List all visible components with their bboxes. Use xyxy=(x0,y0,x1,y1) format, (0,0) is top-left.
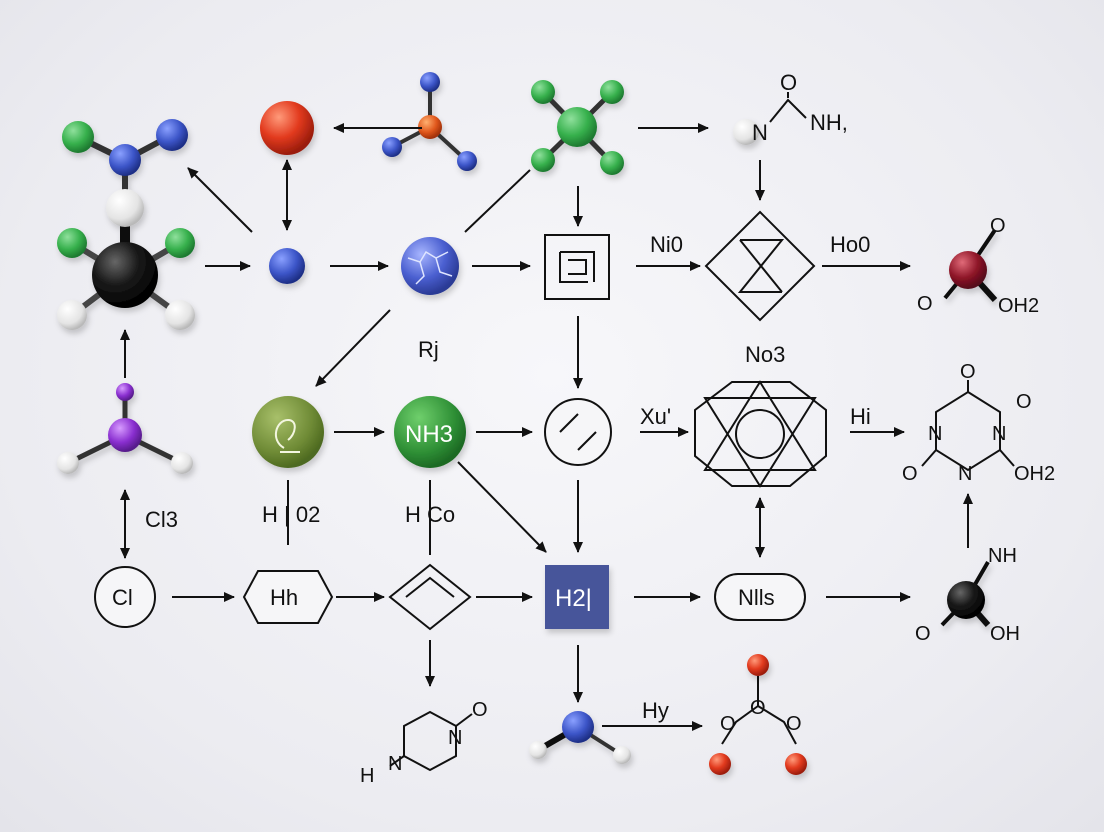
hexagon-hh xyxy=(242,570,334,624)
circle-olive xyxy=(252,396,324,468)
label-cl: Cl xyxy=(112,585,133,610)
label-cl3: Cl3 xyxy=(145,507,178,532)
label-nlls: Nlls xyxy=(738,585,775,610)
molecule-n-nh xyxy=(733,92,807,145)
label-h-02: H | 02 xyxy=(262,502,320,527)
label-n-ring-bottom: N xyxy=(958,463,972,485)
molecule-black xyxy=(940,560,991,627)
sphere-blue-cracked xyxy=(401,237,459,295)
label-n-ring-left: N xyxy=(928,423,942,445)
label-rj: Rj xyxy=(418,337,439,362)
label-o-bottom-1: O xyxy=(750,697,766,719)
label-h2i: H2| xyxy=(555,585,592,612)
label-h-bottom-ring: H xyxy=(360,765,374,787)
square-h2i xyxy=(545,565,609,629)
label-o-right: O xyxy=(990,215,1006,237)
label-o-ring-top-right: O xyxy=(1016,391,1032,413)
label-nh-right: NH xyxy=(988,545,1017,567)
label-nh-top: NH, xyxy=(810,110,848,135)
diamond-node xyxy=(704,210,816,322)
label-n-bottom-ring: N xyxy=(448,727,462,749)
label-ho0: Ho0 xyxy=(830,232,870,257)
label-o-right-2: O xyxy=(917,293,933,315)
label-ni0: Ni0 xyxy=(650,232,683,257)
molecule-purple xyxy=(57,383,193,474)
label-hi: Hi xyxy=(850,404,871,429)
label-o-bottom-2: O xyxy=(720,713,736,735)
label-hy: Hy xyxy=(642,698,669,723)
label-o-bottom-ring: O xyxy=(472,699,488,721)
label-n-top: N xyxy=(752,120,768,145)
circle-nh3 xyxy=(394,396,466,468)
label-no3: No3 xyxy=(745,342,785,367)
ring-bottom xyxy=(389,710,473,772)
label-hh: Hh xyxy=(270,585,298,610)
label-o-ring: O xyxy=(960,361,976,383)
polyhedron-node xyxy=(694,380,827,488)
label-nh3: NH3 xyxy=(405,421,453,448)
label-oh2-ring: OH2 xyxy=(1014,463,1055,485)
label-o-bottom-3: O xyxy=(786,713,802,735)
sphere-red xyxy=(260,101,314,155)
label-xu: Xu' xyxy=(640,404,671,429)
pill-nlls xyxy=(714,573,806,621)
label-oh2-right: OH2 xyxy=(998,295,1039,317)
molecule-orange xyxy=(382,72,477,171)
molecule-red-bottom xyxy=(709,654,807,775)
circle-empty xyxy=(544,398,612,466)
label-oh-right: OH xyxy=(990,623,1020,645)
label-o-right-bottom: O xyxy=(915,623,931,645)
arrows xyxy=(120,123,973,731)
molecule-top-left xyxy=(57,119,195,330)
diamond-small xyxy=(388,563,472,631)
molecule-blue-bottom xyxy=(529,711,631,764)
label-o-top: O xyxy=(780,70,797,95)
square-node xyxy=(544,234,610,300)
ring-right xyxy=(921,380,1015,472)
circle-cl xyxy=(94,566,156,628)
label-n-ring-right: N xyxy=(992,423,1006,445)
sphere-blue-small xyxy=(269,248,305,284)
label-o-ring-left: O xyxy=(902,463,918,485)
molecule-maroon xyxy=(943,228,998,303)
label-n-bottom-ring-2: N xyxy=(388,753,402,775)
molecule-green-top xyxy=(531,80,624,175)
